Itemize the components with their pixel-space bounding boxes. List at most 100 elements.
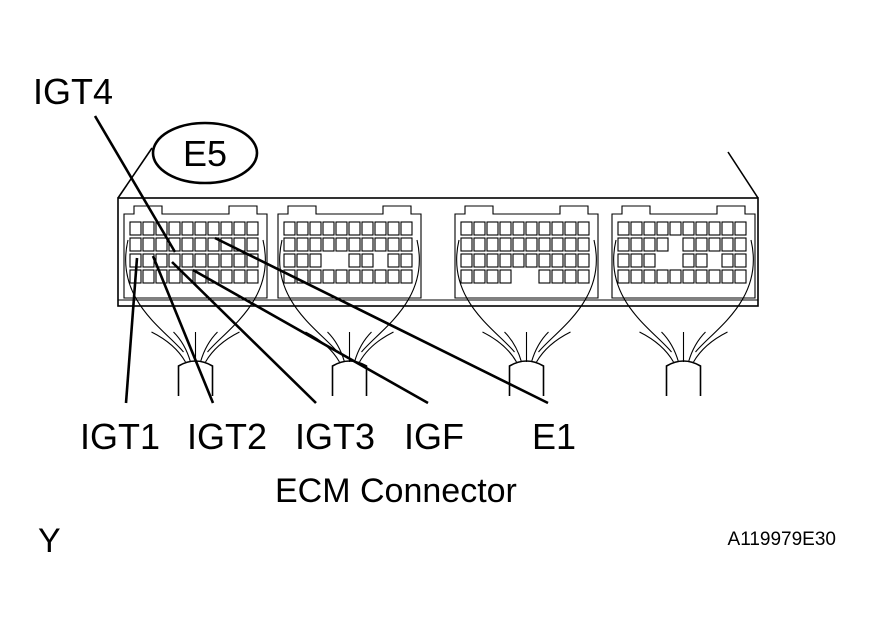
terminal-cavity [460, 269, 473, 284]
terminal-cavity [322, 237, 335, 252]
terminal-cavity [708, 269, 721, 284]
terminal-cavity [207, 237, 220, 252]
terminal-cavity [155, 269, 168, 284]
terminal-cavity [361, 221, 374, 236]
terminal-cavity [374, 269, 387, 284]
terminal-cavity [486, 237, 499, 252]
terminal-cavity [473, 253, 486, 268]
terminal-cavity [220, 253, 233, 268]
terminal-cavity [220, 221, 233, 236]
terminal-cavity [296, 253, 309, 268]
section-outline [454, 205, 599, 299]
terminal-cavity [387, 269, 400, 284]
terminal-cavity [155, 221, 168, 236]
terminal-cavity [617, 221, 630, 236]
terminal-cavity [309, 221, 322, 236]
terminal-cavity [682, 221, 695, 236]
terminal-cavity [296, 237, 309, 252]
terminal-cavity [564, 237, 577, 252]
terminal-cavity [577, 221, 590, 236]
terminal-cavity [246, 237, 259, 252]
label-igt3: IGT3 [295, 416, 375, 457]
terminal-cavity [374, 237, 387, 252]
terminal-cavity [630, 253, 643, 268]
terminal-cavity [194, 237, 207, 252]
terminal-cavity [512, 221, 525, 236]
terminal-cavity [512, 253, 525, 268]
terminal-cavity [682, 253, 695, 268]
terminal-cavity [551, 237, 564, 252]
terminal-cavity [348, 221, 361, 236]
terminal-cavity [577, 253, 590, 268]
terminal-cavity [296, 269, 309, 284]
terminal-cavity [322, 269, 335, 284]
terminal-cavity [551, 221, 564, 236]
harness-wire [687, 331, 706, 363]
terminal-cavity [708, 221, 721, 236]
terminal-cavity [721, 253, 734, 268]
terminal-cavity [142, 253, 155, 268]
terminal-cavity [387, 237, 400, 252]
label-e1: E1 [532, 416, 576, 457]
terminal-cavity [525, 253, 538, 268]
terminal-cavity [499, 237, 512, 252]
terminal-cavity [643, 269, 656, 284]
terminal-cavity [525, 237, 538, 252]
terminal-cavity [142, 221, 155, 236]
terminal-cavity [309, 253, 322, 268]
terminal-cavity [708, 237, 721, 252]
harness-wire [536, 331, 571, 363]
terminal-cavity [473, 269, 486, 284]
harness-wire [199, 331, 218, 363]
terminal-cavity [374, 221, 387, 236]
terminal-cavity [194, 253, 207, 268]
terminal-cavity [538, 237, 551, 252]
terminal-cavity [643, 253, 656, 268]
terminal-cavity [283, 221, 296, 236]
terminal-cavity [246, 269, 259, 284]
terminal-cavity [538, 221, 551, 236]
section-outline [611, 205, 756, 299]
harness-trunk [665, 360, 702, 396]
terminal-cavity [486, 221, 499, 236]
terminal-cavity [233, 269, 246, 284]
terminal-cavity [220, 237, 233, 252]
leader-e1 [214, 236, 549, 405]
terminal-cavity [220, 269, 233, 284]
terminal-cavity [577, 269, 590, 284]
terminal-cavity [695, 253, 708, 268]
harness-wire [173, 331, 192, 363]
harness-wire [359, 331, 394, 363]
diagram-caption: ECM Connector [275, 472, 517, 510]
terminal-cavity [400, 237, 413, 252]
terminal-cavity [361, 269, 374, 284]
terminal-cavity [335, 269, 348, 284]
terminal-cavity [283, 237, 296, 252]
leader-igt1 [124, 257, 139, 404]
harness-loop [279, 239, 420, 353]
terminal-cavity [721, 269, 734, 284]
terminal-cavity [155, 237, 168, 252]
terminal-cavity [695, 269, 708, 284]
terminal-cavity [630, 221, 643, 236]
terminal-cavity [283, 253, 296, 268]
harness-wire [327, 331, 346, 363]
terminal-cavity [207, 221, 220, 236]
terminal-cavity [617, 269, 630, 284]
terminal-cavity [617, 237, 630, 252]
terminal-cavity [682, 269, 695, 284]
terminal-cavity [194, 221, 207, 236]
terminal-cavity [630, 269, 643, 284]
terminal-cavity [181, 237, 194, 252]
terminal-cavity [309, 269, 322, 284]
terminal-cavity [734, 269, 747, 284]
terminal-cavity [643, 221, 656, 236]
terminal-cavity [538, 269, 551, 284]
terminal-cavity [348, 269, 361, 284]
terminal-cavity [656, 269, 669, 284]
terminal-cavity [577, 237, 590, 252]
terminal-cavity [669, 221, 682, 236]
connector-id-oval [151, 121, 259, 185]
terminal-cavity [400, 253, 413, 268]
label-igt2: IGT2 [187, 416, 267, 457]
